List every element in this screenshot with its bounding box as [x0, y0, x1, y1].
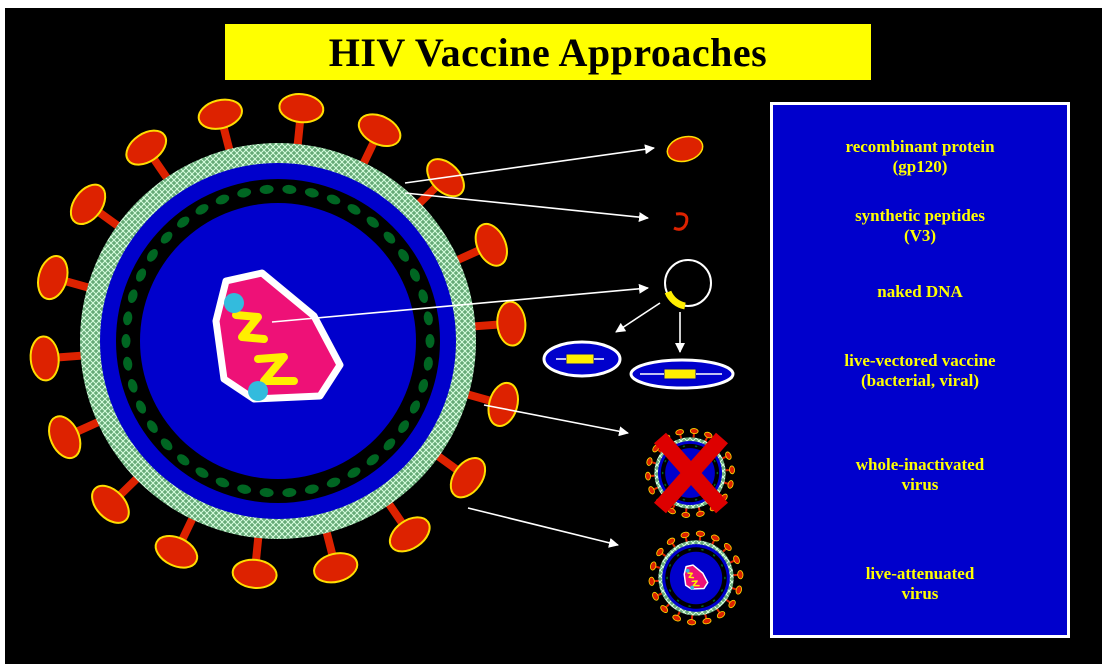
- spike-head: [650, 561, 657, 570]
- legend-item-whole-inactivated-virus: whole-inactivated virus: [773, 455, 1067, 495]
- spike-head: [29, 335, 60, 381]
- title-box: HIV Vaccine Approaches: [225, 24, 871, 80]
- legend-item-recombinant-protein: recombinant protein (gp120): [773, 137, 1067, 177]
- spike-head: [444, 452, 492, 504]
- spike-head: [43, 411, 87, 463]
- dna-plasmid-icon: [665, 260, 711, 306]
- matrix-protein: [122, 334, 131, 348]
- spike-head: [484, 379, 523, 429]
- spike-head: [690, 428, 698, 434]
- spike-head: [675, 429, 684, 436]
- reverse-transcriptase: [690, 586, 694, 590]
- vector-right-icon: [631, 360, 733, 388]
- spike-head: [716, 610, 726, 619]
- spike-head: [649, 577, 655, 586]
- spike-head: [470, 219, 514, 271]
- spike-head: [666, 537, 676, 546]
- spike-head: [672, 614, 682, 622]
- arrow-to-live-attenuated: [468, 508, 618, 545]
- spike-head: [278, 92, 325, 124]
- attenuated-virion-icon: [649, 531, 744, 626]
- spike-head: [651, 591, 659, 601]
- spike-head: [311, 549, 361, 587]
- legend-item-live-vectored-vaccine: live-vectored vaccine (bacterial, viral): [773, 351, 1067, 391]
- reverse-transcriptase: [224, 293, 244, 313]
- reverse-transcriptase: [686, 569, 690, 573]
- approaches-legend-panel: recombinant protein (gp120) synthetic pe…: [770, 102, 1070, 638]
- v3-peptide-icon: [674, 214, 687, 230]
- spike-head: [384, 510, 436, 558]
- spike-head: [729, 466, 735, 474]
- matrix-protein: [717, 472, 719, 475]
- spike-head: [710, 534, 720, 542]
- arrow-dna-to-vector-left: [616, 303, 660, 332]
- spike-head: [231, 558, 278, 590]
- spike-head: [735, 585, 742, 594]
- matrix-protein: [426, 334, 435, 348]
- spike-head: [687, 619, 696, 625]
- matrix-protein: [666, 577, 668, 580]
- spike-head: [702, 617, 711, 624]
- legend-item-naked-dna: naked DNA: [773, 282, 1067, 302]
- matrix-protein: [662, 472, 664, 475]
- spike-head: [648, 486, 656, 495]
- spike-head: [737, 570, 743, 579]
- spike-head: [682, 512, 690, 518]
- spike-head: [354, 108, 406, 152]
- spike-head: [196, 95, 246, 133]
- spike-head: [732, 555, 740, 565]
- page-title: HIV Vaccine Approaches: [329, 29, 767, 76]
- spike-head: [646, 457, 653, 466]
- spike-head: [724, 451, 732, 460]
- spike-head: [64, 178, 112, 230]
- hiv-virion-large: [29, 92, 527, 590]
- spike-head: [680, 531, 689, 538]
- spike-head: [120, 124, 172, 172]
- spike-head: [645, 472, 651, 480]
- reverse-transcriptase: [248, 381, 268, 401]
- gp120-protein-icon: [665, 133, 706, 165]
- spike-head: [696, 531, 705, 537]
- spike-head: [33, 253, 72, 303]
- spike-head: [496, 301, 527, 347]
- spike-head: [727, 480, 734, 489]
- spike-head: [696, 510, 705, 517]
- arrow-to-synthetic-peptides: [405, 193, 648, 218]
- legend-item-synthetic-peptides: synthetic peptides (V3): [773, 206, 1067, 246]
- vector-left-icon: [544, 342, 620, 376]
- matrix-protein: [724, 577, 726, 580]
- legend-item-live-attenuated-virus: live-attenuated virus: [773, 564, 1067, 604]
- spike-head: [151, 530, 203, 574]
